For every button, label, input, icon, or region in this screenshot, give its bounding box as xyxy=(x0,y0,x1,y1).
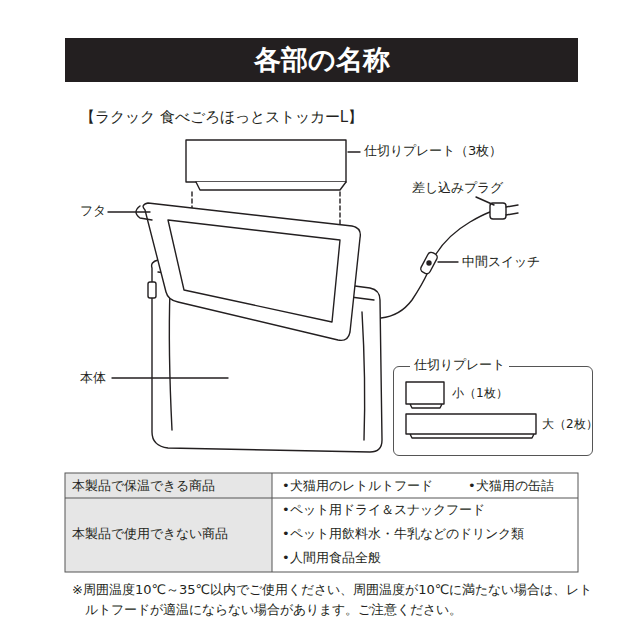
small-plate xyxy=(406,382,444,408)
table-cell: •犬猫用のレトルトフード xyxy=(282,478,433,494)
leader-line xyxy=(348,151,360,152)
inline-switch xyxy=(419,251,438,275)
table-header-cell xyxy=(65,473,272,572)
table-rule xyxy=(272,473,273,572)
footnote: ※周囲温度10℃～35℃以内でご使用ください、周囲温度が10℃に満たない場合は、… xyxy=(72,580,595,619)
switch-button xyxy=(427,261,431,265)
table-cell: 本製品で使用できない商品 xyxy=(72,526,228,542)
part-label: 仕切りプレート（3枚） xyxy=(364,143,502,159)
table-cell: •人間用食品全般 xyxy=(282,550,381,566)
table-cell: •ペット用飲料水・牛乳などのドリンク類 xyxy=(282,526,524,542)
power-cord xyxy=(381,272,428,318)
lid-outline xyxy=(143,203,360,340)
plug-body xyxy=(490,203,506,219)
inset-heading: 仕切りプレート xyxy=(410,357,509,373)
table-cell: •ペット用ドライ＆スナックフード xyxy=(282,502,485,518)
table-cell: 本製品で保温できる商品 xyxy=(72,478,215,494)
table-cell: •犬猫用の缶詰 xyxy=(468,478,554,494)
power-cord xyxy=(436,212,490,254)
part-label: 本体 xyxy=(80,370,106,386)
info-table xyxy=(65,473,578,572)
size-label: 大（2枚） xyxy=(542,417,598,431)
part-label: 差し込みプラグ xyxy=(412,180,503,196)
body-edge xyxy=(169,290,172,430)
lid-tab xyxy=(136,206,152,220)
leader-line xyxy=(476,197,494,205)
subtitle: 【ラクック 食べごろほっとストッカーL】 xyxy=(80,108,363,126)
partition-plate xyxy=(186,140,346,182)
part-label: 中間スイッチ xyxy=(462,254,540,270)
part-label: フタ xyxy=(80,203,106,219)
leader-line xyxy=(438,261,458,262)
table-rule xyxy=(65,498,578,499)
body-edge xyxy=(362,312,365,440)
title-bar: 各部の名称 xyxy=(65,38,578,82)
plate-flange xyxy=(196,182,346,190)
leader-line xyxy=(108,211,150,212)
body-handle xyxy=(148,282,156,298)
leader-line xyxy=(112,377,228,378)
large-plate xyxy=(406,414,536,438)
size-label: 小（1枚） xyxy=(452,386,508,400)
table-border xyxy=(65,473,578,572)
lid-inner xyxy=(168,220,340,322)
inset-box: 仕切りプレート xyxy=(393,366,593,456)
plug-prong xyxy=(506,205,518,215)
